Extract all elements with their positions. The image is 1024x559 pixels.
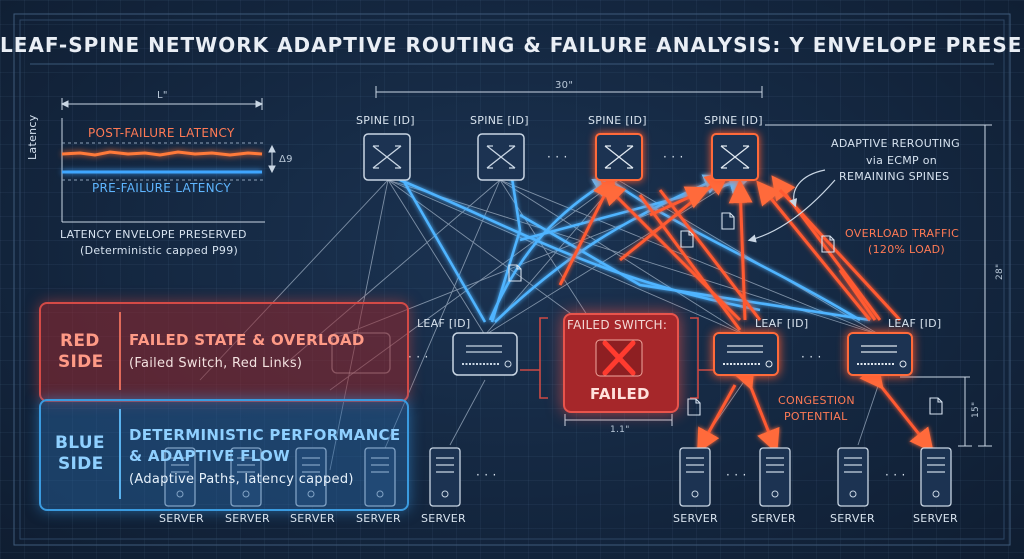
blue-legend-title-1: DETERMINISTIC PERFORMANCE [129, 426, 401, 444]
spine-label-1: SPINE [ID] [356, 114, 415, 127]
server-label-6: SERVER [673, 512, 718, 525]
blue-side-label-2: SIDE [58, 454, 104, 474]
congestion-label-2: POTENTIAL [784, 410, 848, 423]
failed-switch-title: FAILED SWITCH: [567, 318, 668, 332]
leaf-switch-1 [452, 332, 518, 376]
spine-switch-3 [595, 133, 643, 181]
packet-icon [687, 398, 701, 416]
server-label-3: SERVER [290, 512, 335, 525]
diagram-title: LEAF-SPINE NETWORK ADAPTIVE ROUTING & FA… [0, 33, 1024, 57]
leaf-switch-2 [713, 332, 779, 376]
spine-span-dimension [375, 86, 763, 98]
server-label-7: SERVER [751, 512, 796, 525]
adaptive-callout-arrow [789, 169, 826, 208]
server-tower-5 [429, 447, 461, 507]
overload-traffic-label-2: (120% LOAD) [868, 243, 946, 256]
spine-switch-1 [363, 133, 411, 181]
server-ellipsis-3: · · · [885, 468, 906, 482]
legend-red-panel [39, 302, 409, 402]
server-label-1: SERVER [159, 512, 204, 525]
red-legend-sub: (Failed Switch, Red Links) [129, 356, 303, 371]
red-legend-title: FAILED STATE & OVERLOAD [129, 331, 365, 349]
adaptive-rerouting-label-3: REMAINING SPINES [839, 170, 950, 183]
post-failure-label: POST-FAILURE LATENCY [88, 126, 235, 140]
legend-blue-divider [119, 409, 121, 499]
blue-legend-title-2: & ADAPTIVE FLOW [129, 447, 290, 465]
spine-switch-2 [477, 133, 525, 181]
spine-label-2: SPINE [ID] [470, 114, 529, 127]
packet-icon [929, 397, 943, 415]
server-label-8: SERVER [830, 512, 875, 525]
latency-caption-1: LATENCY ENVELOPE PRESERVED [60, 228, 247, 241]
server-label-4: SERVER [356, 512, 401, 525]
server-ellipsis-1: · · · [476, 468, 497, 482]
spine-label-4: SPINE [ID] [704, 114, 763, 127]
red-side-label-2: SIDE [58, 352, 104, 372]
server-label-9: SERVER [913, 512, 958, 525]
server-tower-3 [295, 447, 327, 507]
legend-red-divider [119, 312, 121, 390]
overload-traffic-label-1: OVERLOAD TRAFFIC [845, 227, 960, 240]
leaf-ellipsis-1: · · · [408, 350, 429, 364]
spine-ellipsis-1: · · · [547, 150, 568, 164]
spine-switch-4 [711, 133, 759, 181]
packet-icon [680, 230, 694, 248]
spine-ellipsis-2: · · · [663, 150, 684, 164]
failed-switch-brackets [520, 317, 718, 399]
leaf-label-3: LEAF [ID] [888, 317, 942, 330]
server-label-2: SERVER [225, 512, 270, 525]
adaptive-rerouting-label-2: via ECMP on [866, 154, 938, 167]
leaf-switch-3 [847, 332, 913, 376]
failed-status: FAILED [590, 385, 650, 403]
failed-width-label: 1.1" [610, 425, 630, 435]
latency-caption-2: (Deterministic capped P99) [80, 244, 239, 257]
packet-icon [508, 264, 522, 282]
legend-blue-panel [39, 399, 409, 511]
server-tower-6 [679, 447, 711, 507]
spine-span-label: 30" [555, 80, 574, 91]
blue-legend-sub: (Adaptive Paths, latency capped) [129, 472, 354, 487]
packet-icon [721, 212, 735, 230]
server-ellipsis-2: · · · [726, 468, 747, 482]
server-tower-7 [759, 447, 791, 507]
spine-label-3: SPINE [ID] [588, 114, 647, 127]
blue-side-label-1: BLUE [55, 433, 105, 453]
server-tower-8 [837, 447, 869, 507]
congestion-label-1: CONGESTION [778, 394, 855, 407]
packet-icon [821, 235, 835, 253]
leaf-ellipsis-2: · · · [801, 350, 822, 364]
adaptive-rerouting-label-1: ADAPTIVE REROUTING [831, 137, 960, 150]
failed-width-dimension [564, 414, 673, 426]
overload-links [558, 171, 934, 454]
server-tower-1 [164, 447, 196, 507]
server-tower-2 [230, 447, 262, 507]
latency-width-dim: L" [157, 90, 168, 101]
leaf-label-2: LEAF [ID] [755, 317, 809, 330]
red-side-label-1: RED [60, 331, 100, 351]
pre-failure-label: PRE-FAILURE LATENCY [92, 181, 231, 195]
leaf-label-1: LEAF [ID] [417, 317, 471, 330]
latency-delta-label: Δ9 [279, 154, 293, 165]
height-dimensions [765, 124, 992, 447]
server-label-5: SERVER [421, 512, 466, 525]
server-tower-4 [364, 447, 396, 507]
server-tower-9 [920, 447, 952, 507]
post-failure-latency-line [61, 150, 263, 157]
